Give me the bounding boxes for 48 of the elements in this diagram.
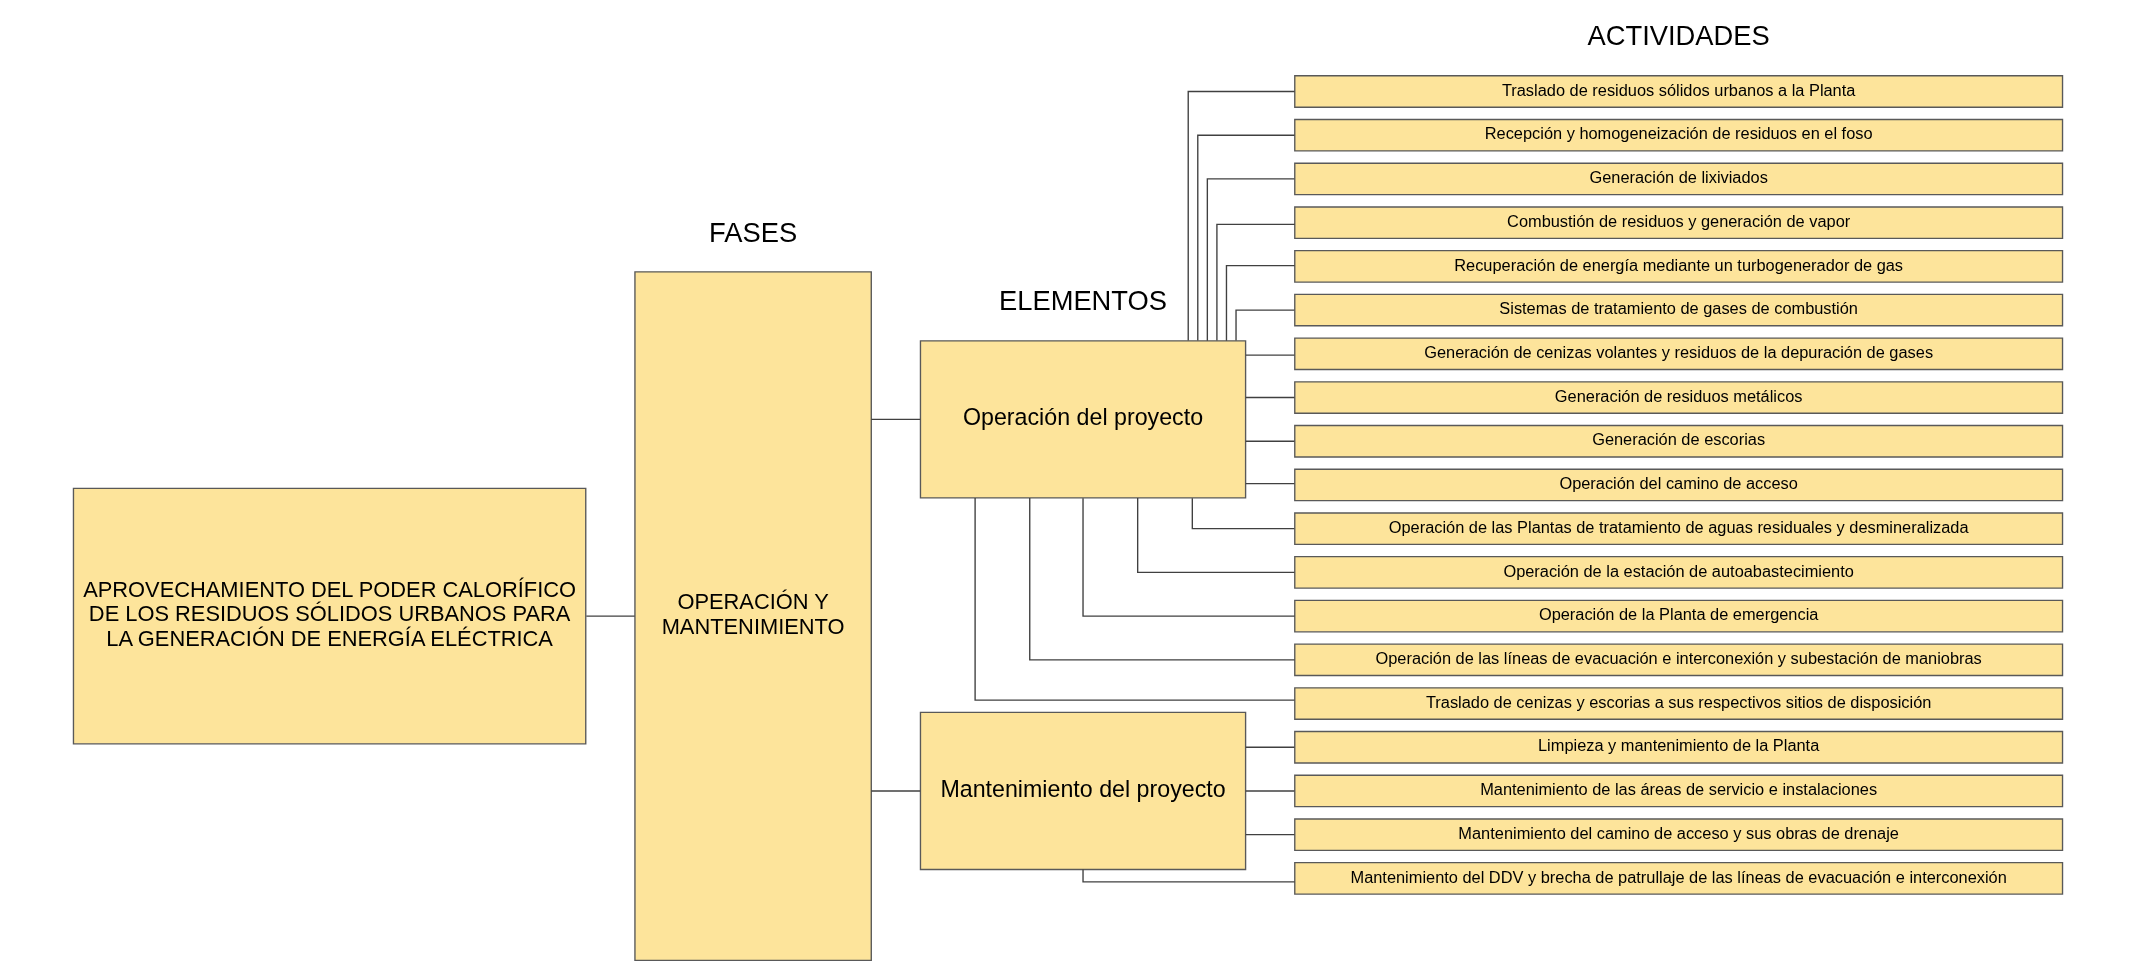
node-box: Traslado de cenizas y escorias a sus respectivos sitios de disposición [1293, 687, 2063, 720]
node-box: Operación del camino de acceso [1293, 468, 2063, 502]
connector [1244, 354, 1295, 356]
connector [1191, 497, 1295, 530]
node-box: Operación de la estación de autoabastecimiento [1293, 556, 2063, 589]
node-box: OPERACIÓN Y MANTENIMIENTO [633, 271, 872, 962]
label: ACTIVIDADES [1587, 20, 1770, 52]
connector [1244, 396, 1295, 399]
node-box: Operación del proyecto [919, 340, 1246, 499]
node-box: Combustión de residuos y generación de vapor [1293, 206, 2063, 240]
node-box: Generación de escorias [1293, 424, 2063, 458]
label: FASES [708, 216, 797, 248]
node-box: Mantenimiento de las áreas de servicio e instalaciones [1293, 774, 2063, 808]
node-box: Generación de lixiviados [1293, 162, 2063, 196]
connector [1206, 178, 1295, 342]
connector [1234, 309, 1295, 342]
node-box: Recepción y homogeneización de residuos en el foso [1293, 118, 2063, 152]
connector [973, 497, 1295, 701]
connector [870, 790, 921, 792]
node-box: Generación de cenizas volantes y residuos de la depuración de gases [1293, 337, 2063, 371]
connector [870, 418, 921, 421]
label: ELEMENTOS [998, 285, 1167, 317]
node-box: Traslado de residuos sólidos urbanos a la Planta [1293, 75, 2063, 108]
connector [1244, 746, 1295, 748]
connector [1244, 440, 1295, 442]
connector [1225, 265, 1295, 342]
node-box: Mantenimiento del camino de acceso y sus obras de drenaje [1293, 818, 2063, 852]
connector [585, 615, 635, 617]
node-box: Recuperación de energía mediante un turbogenerador de gas [1293, 249, 2063, 283]
node-box: Sistemas de tratamiento de gases de combustión [1293, 293, 2063, 327]
node-box: Operación de las Plantas de tratamiento de aguas residuales y desmineralizada [1293, 512, 2063, 546]
connector [1215, 223, 1295, 342]
connector [1196, 134, 1295, 342]
connector [1244, 834, 1295, 836]
node-box: Operación de las líneas de evacuación e interconexión y subestación de maniobras [1293, 643, 2063, 677]
connector [1028, 497, 1295, 661]
connector [1136, 497, 1295, 574]
node-box: Mantenimiento del proyecto [919, 711, 1246, 871]
connector [1081, 497, 1295, 617]
connector [1187, 90, 1295, 342]
connector [1244, 790, 1295, 792]
node-box: Operación de la Planta de emergencia [1293, 599, 2063, 633]
node-box: APROVECHAMIENTO DEL PODER CALORÍFICO DE LOS RESIDUOS SÓLIDOS URBANOS PARA LA GENERACIÓN DE ENERGÍA ELÉCTRICA [72, 487, 586, 745]
node-box: Generación de residuos metálicos [1293, 381, 2063, 414]
connector [1244, 482, 1295, 485]
connector [1081, 868, 1295, 883]
node-box: Limpieza y mantenimiento de la Planta [1293, 730, 2063, 764]
node-box: Mantenimiento del DDV y brecha de patrullaje de las líneas de evacuación e interconexión [1293, 862, 2063, 895]
